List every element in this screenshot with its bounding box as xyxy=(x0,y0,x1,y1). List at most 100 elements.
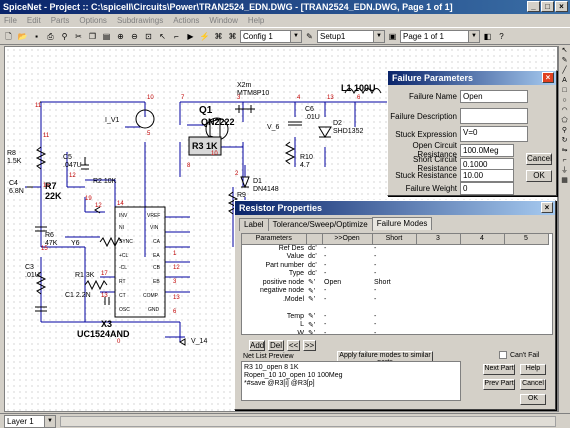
close-icon[interactable]: × xyxy=(541,202,553,213)
help-icon[interactable]: ? xyxy=(499,31,504,41)
page-icon[interactable]: ▣ xyxy=(388,31,397,41)
failure-description-input[interactable] xyxy=(460,108,528,124)
v6-label: V_6 xyxy=(267,124,280,131)
zoom-out-icon[interactable]: ⊖ xyxy=(131,31,138,41)
c4-value: 6.8N xyxy=(9,188,24,195)
table-row[interactable]: W✎'-- xyxy=(242,329,548,334)
ok-button[interactable]: OK xyxy=(520,394,546,405)
menu-parts[interactable]: Parts xyxy=(50,16,70,25)
stuck-expression-input[interactable]: V=0 xyxy=(460,126,528,142)
layer-select[interactable]: Layer 1 ▼ xyxy=(4,414,56,428)
tab-failure-modes[interactable]: Failure Modes xyxy=(371,217,433,230)
wire-icon[interactable]: ⌐ xyxy=(562,157,567,164)
col-header-3[interactable]: 3 xyxy=(416,234,461,245)
col-header-5[interactable]: 5 xyxy=(504,234,549,245)
failure-weight-input[interactable]: 0 xyxy=(460,182,514,195)
cant-fail-checkbox[interactable] xyxy=(499,351,507,359)
table-row[interactable]: L✎'-- xyxy=(300,321,377,329)
del-button[interactable]: Del xyxy=(268,340,284,351)
tab-tolerance[interactable]: Tolerance/Sweep/Optimize xyxy=(267,218,373,231)
col-header-4[interactable]: 4 xyxy=(460,234,505,245)
print-icon[interactable]: ⎙ xyxy=(47,31,54,41)
menu-window[interactable]: Window xyxy=(209,16,238,25)
menu-subdrawings[interactable]: Subdrawings xyxy=(116,16,164,25)
table-row[interactable]: .Model✎'-- xyxy=(282,295,377,304)
menu-help[interactable]: Help xyxy=(247,16,265,25)
run-icon[interactable]: ▶ xyxy=(187,31,194,41)
binoculars-icon[interactable]: ⚲ xyxy=(61,31,68,41)
wire-icon[interactable]: ⌐ xyxy=(174,31,179,41)
prev-part-button[interactable]: Prev Part xyxy=(483,379,515,390)
zoom-in-icon[interactable]: ⊕ xyxy=(117,31,124,41)
probe-icon[interactable]: ⚡ xyxy=(199,31,210,41)
close-button[interactable]: × xyxy=(555,1,568,12)
grid-icon[interactable]: ▦ xyxy=(561,177,568,184)
new-file-icon[interactable]: 🗋 xyxy=(5,31,12,41)
copy-icon[interactable]: ❐ xyxy=(88,31,97,41)
minimize-button[interactable]: _ xyxy=(527,1,540,12)
ground-icon[interactable]: ⏚ xyxy=(561,167,568,174)
prev-mode-button[interactable]: << xyxy=(287,340,300,351)
menu-file[interactable]: File xyxy=(4,16,17,25)
cancel-button[interactable]: Cancel xyxy=(520,379,546,390)
col-header-short[interactable]: Short xyxy=(372,234,417,245)
cant-fail-checkbox-group[interactable]: Can't Fail xyxy=(499,351,539,359)
setup-icon[interactable]: ✎ xyxy=(306,31,313,41)
page-nav-icon[interactable]: ◧ xyxy=(483,31,492,41)
rect-icon[interactable]: □ xyxy=(562,87,567,94)
table-row[interactable] xyxy=(242,304,548,313)
table-row[interactable]: Temp✎'-- xyxy=(286,312,377,321)
pencil-icon[interactable]: ✎ xyxy=(561,57,568,64)
setup-select[interactable]: Setup1 ▼ xyxy=(317,29,385,43)
mirror-icon[interactable]: ⇋ xyxy=(561,147,568,154)
cut-icon[interactable]: ✂ xyxy=(75,31,82,41)
circle-icon[interactable]: ○ xyxy=(562,97,567,104)
pointer-icon[interactable]: ↖ xyxy=(159,31,166,41)
cancel-button[interactable]: Cancel xyxy=(526,153,552,165)
polygon-icon[interactable]: ⬠ xyxy=(561,117,568,124)
table-row[interactable]: negative node✎'-- xyxy=(260,287,377,295)
ic-pin-rt: RT xyxy=(119,279,126,285)
open-circuit-resistance-input[interactable]: 100.0Meg xyxy=(460,143,514,157)
rotate-icon[interactable]: ↻ xyxy=(561,137,568,144)
menu-options[interactable]: Options xyxy=(79,16,107,25)
stuck-resistance-input[interactable]: 10.00 xyxy=(460,169,514,182)
save-icon[interactable]: ▪ xyxy=(35,31,38,41)
line-icon[interactable]: ╱ xyxy=(562,67,567,74)
horizontal-scrollbar[interactable] xyxy=(60,416,556,427)
paste-icon[interactable]: ▤ xyxy=(102,31,111,41)
menu-edit[interactable]: Edit xyxy=(26,16,41,25)
ok-button[interactable]: OK xyxy=(526,170,552,182)
next-mode-button[interactable]: >> xyxy=(303,340,316,351)
page-select[interactable]: Page 1 of 1 ▼ xyxy=(400,29,480,43)
col-header-open[interactable]: >>Open xyxy=(322,234,373,245)
zoom-icon[interactable]: ⚲ xyxy=(561,127,568,134)
svg-text:13: 13 xyxy=(101,293,108,299)
text-icon[interactable]: A xyxy=(562,77,567,84)
svg-text:15: 15 xyxy=(41,246,48,252)
maximize-button[interactable]: □ xyxy=(541,1,554,12)
failure-name-input[interactable]: Open xyxy=(460,90,528,103)
zoom-fit-icon[interactable]: ⊡ xyxy=(145,31,152,41)
open-folder-icon[interactable]: 📂 xyxy=(17,31,28,41)
next-part-button[interactable]: Next Part xyxy=(483,364,515,375)
short-circuit-resistance-input[interactable]: 0.1000 xyxy=(460,157,514,171)
x3-part: UC1524AND xyxy=(77,329,130,339)
close-icon[interactable]: × xyxy=(542,72,554,83)
menu-actions[interactable]: Actions xyxy=(173,16,200,25)
arc-icon[interactable]: ◠ xyxy=(561,107,568,114)
tab-label[interactable]: Label xyxy=(239,218,269,231)
pointer-icon[interactable]: ↖ xyxy=(561,47,568,54)
main-toolbar: 🗋 📂 ▪ ⎙ ⚲ ✂ ❐ ▤ ⊕ ⊖ ⊡ ↖ ⌐ ▶ ⚡ ⌘ ⌘ Config… xyxy=(0,27,570,45)
help-button[interactable]: Help xyxy=(520,364,546,375)
network-icon[interactable]: ⌘ xyxy=(214,31,223,41)
network2-icon[interactable]: ⌘ xyxy=(228,31,237,41)
config-select[interactable]: Config 1 ▼ xyxy=(240,29,302,43)
add-button[interactable]: Add xyxy=(249,340,265,351)
